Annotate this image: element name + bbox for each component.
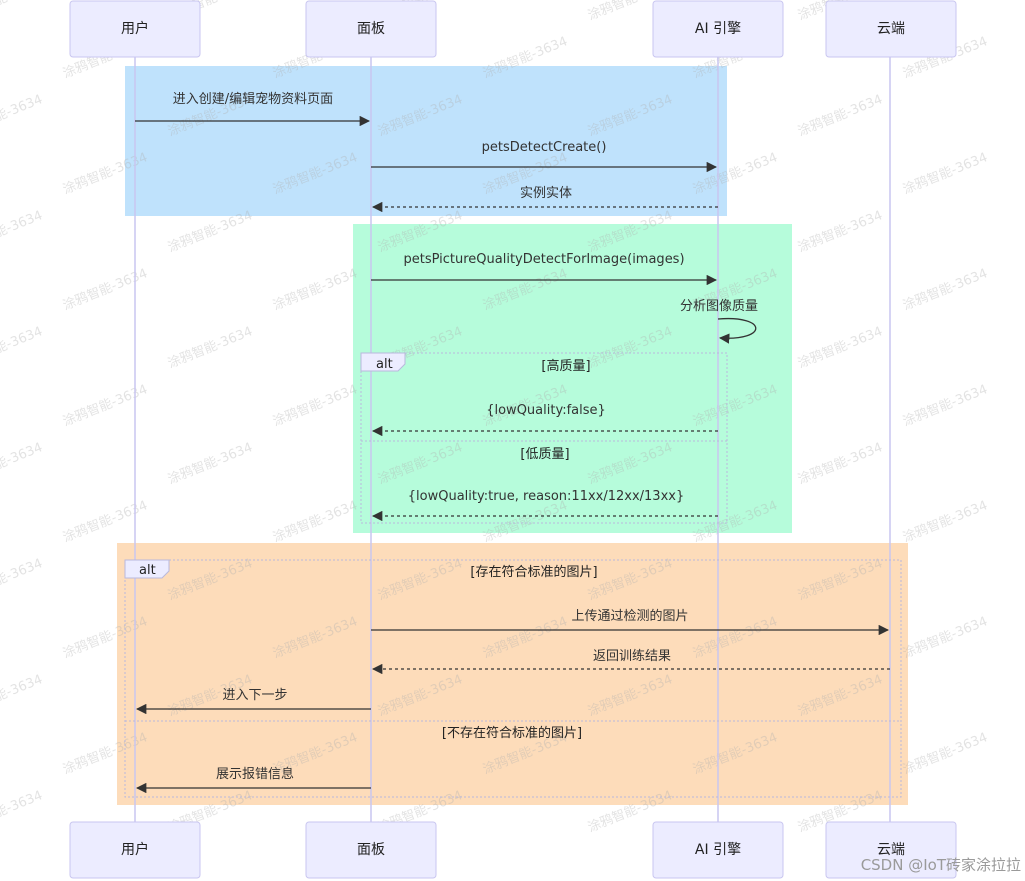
actor-box [825,0,957,58]
message-analyze-image-quality: 分析图像质量 [680,299,758,344]
actor-panel-top: 面板 [305,0,437,58]
actor-user-top: 用户 [69,0,201,58]
alt-tag-box [124,559,170,579]
message-label: 返回训练结果 [593,649,671,664]
message-label: 进入下一步 [222,688,287,703]
message-pets-detect-create: petsDetectCreate() [371,140,718,173]
actor-box [305,0,437,58]
watermark-text: 涂鸦智能-3634 [901,149,990,197]
message-quality-detect-for-image: petsPictureQualityDetectForImage(images) [371,252,718,286]
watermark-text: 涂鸦智能-3634 [166,323,255,371]
alt-block-quality: alt [高质量] [低质量] [360,352,728,524]
actor-cloud-top: 云端 [825,0,957,58]
highlight-rect-blue [125,66,727,216]
watermark-text: 涂鸦智能-3634 [901,381,990,429]
actor-box [652,821,784,879]
actor-ai-top: AI 引擎 [652,0,784,58]
watermark-text: 涂鸦智能-3634 [0,0,45,24]
watermark-text: 涂鸦智能-3634 [0,671,45,719]
actor-cloud-bottom: 云端 [825,821,957,879]
watermark-text: 涂鸦智能-3634 [901,729,990,777]
alt-condition-has-valid-image: [存在符合标准的图片] [470,564,597,580]
actor-label: AI 引擎 [695,842,741,858]
message-label: 展示报错信息 [216,766,294,782]
alt-condition-no-valid-image: [不存在符合标准的图片] [442,725,582,741]
message-label: {lowQuality:false} [486,403,606,418]
actor-box [69,0,201,58]
actor-label: 云端 [877,21,905,37]
alt-tag-box [360,352,406,372]
watermark-text: 涂鸦智能-3634 [61,381,150,429]
watermark-text: 涂鸦智能-3634 [271,265,360,313]
actor-box [652,0,784,58]
message-return-training-result: 返回训练结果 [371,649,890,675]
message-label: petsPictureQualityDetectForImage(images) [403,252,684,267]
actor-box [69,821,201,879]
watermark-text: 涂鸦智能-3634 [796,91,885,139]
message-label: 进入创建/编辑宠物资料页面 [173,91,333,107]
watermark-text: 涂鸦智能-3634 [271,497,360,545]
alt-condition-low-quality: [低质量] [520,447,569,462]
watermark-text: 涂鸦智能-3634 [61,265,150,313]
alt-block-upload: alt [存在符合标准的图片] [不存在符合标准的图片] [124,559,902,798]
actor-box [825,821,957,879]
message-low-quality-true: {lowQuality:true, reason:11xx/12xx/13xx} [371,489,718,522]
highlight-rect-green [353,224,792,533]
alt-frame-upload [124,559,902,798]
watermark-text: 涂鸦智能-3634 [0,323,45,371]
watermark-text: 涂鸦智能-3634 [901,497,990,545]
watermark-text: 涂鸦智能-3634 [901,613,990,661]
watermark-text: 涂鸦智能-3634 [796,207,885,255]
actor-label: 云端 [877,842,905,858]
actor-label: AI 引擎 [695,21,741,37]
watermark-text: 涂鸦智能-3634 [271,381,360,429]
actor-panel-bottom: 面板 [305,821,437,879]
watermark-text: 涂鸦智能-3634 [0,787,45,835]
message-next-step: 进入下一步 [135,688,371,715]
message-upload-passed-images: 上传通过检测的图片 [371,608,890,636]
watermark-text: 涂鸦智能-3634 [61,497,150,545]
alt-tag-label: alt [139,563,156,578]
watermark-text: 涂鸦智能-3634 [0,555,45,603]
actor-label: 面板 [357,842,385,858]
message-show-error: 展示报错信息 [135,766,371,794]
message-instance-entity: 实例实体 [371,186,718,213]
message-enter-edit-page: 进入创建/编辑宠物资料页面 [135,91,371,127]
actor-label: 用户 [121,20,149,37]
message-label: 上传通过检测的图片 [571,608,688,624]
watermark-text: 涂鸦智能-3634 [166,439,255,487]
watermark-text: 涂鸦智能-3634 [796,323,885,371]
actor-user-bottom: 用户 [69,821,201,879]
message-label: {lowQuality:true, reason:11xx/12xx/13xx} [408,489,685,504]
actor-ai-bottom: AI 引擎 [652,821,784,879]
message-label: 分析图像质量 [680,299,758,314]
csdn-footer-watermark: CSDN @IoT砖家涂拉拉 [860,856,1021,874]
message-low-quality-false: {lowQuality:false} [371,403,718,437]
watermark-text: 涂鸦智能-3634 [0,207,45,255]
actor-box [305,821,437,879]
watermark-text: 涂鸦智能-3634 [796,439,885,487]
message-label: 实例实体 [520,186,572,201]
alt-condition-high-quality: [高质量] [541,358,590,374]
actor-label: 用户 [121,841,149,858]
alt-tag-label: alt [376,357,393,372]
highlight-rect-orange [117,543,908,805]
message-self-arrow [717,317,757,344]
watermark-text: 涂鸦智能-3634 [0,91,45,139]
message-label: petsDetectCreate() [482,140,607,155]
watermark-text: 涂鸦智能-3634 [0,439,45,487]
watermark-text: 涂鸦智能-3634 [901,265,990,313]
actor-label: 面板 [357,21,385,37]
